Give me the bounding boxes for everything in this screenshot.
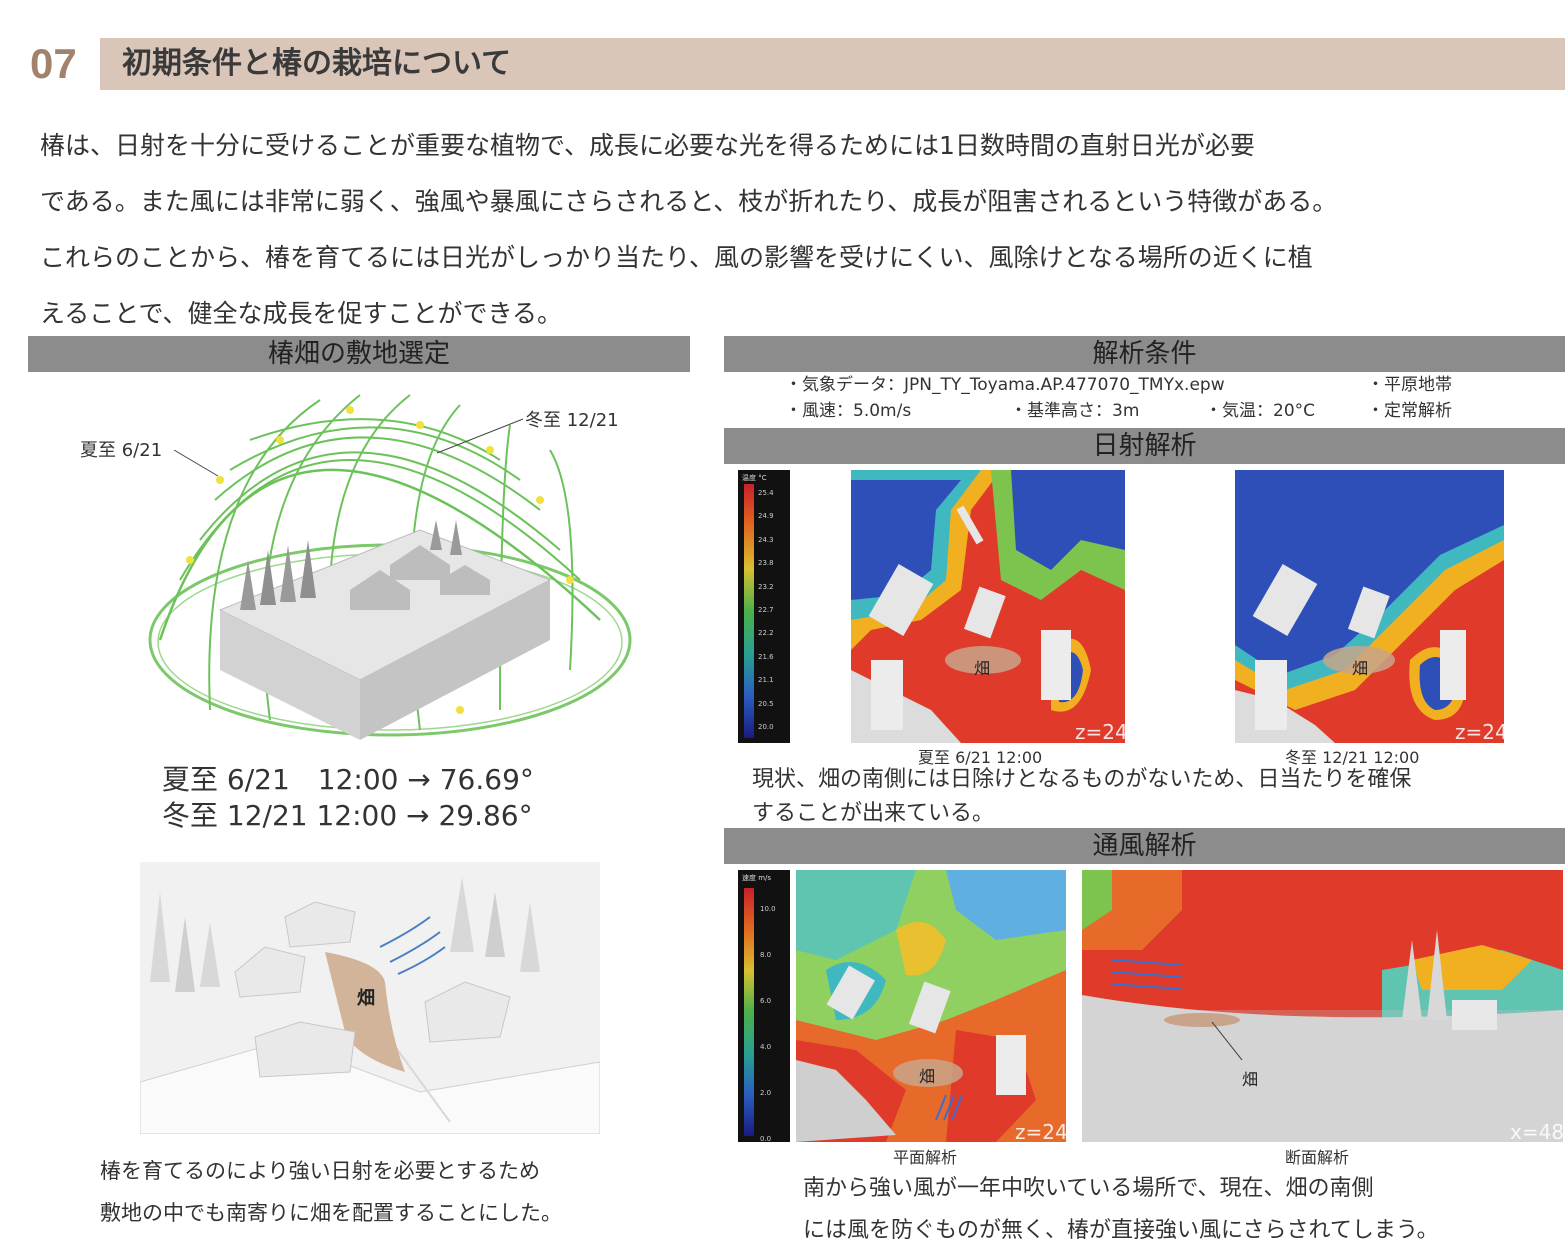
wind-plan-z-label: z=24: [1015, 1120, 1068, 1144]
summer-solstice-label: 夏至 6/21: [80, 440, 163, 461]
solar-map-summer-svg: [851, 470, 1125, 743]
wind-tick: 4.0: [760, 1043, 772, 1051]
solar-tick: 21.6: [758, 652, 774, 661]
site-caption-line: 椿を育てるのにより強い日射を必要とするため: [100, 1159, 540, 1183]
solar-tick: 25.4: [758, 489, 774, 497]
wind-section-map: [1082, 870, 1563, 1142]
wind-analysis-header: 通風解析: [724, 828, 1565, 864]
solar-tick: 23.2: [758, 582, 774, 591]
solar-map-winter: [1235, 470, 1504, 743]
solar-map-summer: [851, 470, 1125, 743]
solar-tick: 20.0: [758, 723, 774, 732]
condition-weather: ・気象データ：JPN_TY_Toyama.AP.477070_TMYx.epw: [785, 375, 1225, 395]
wind-tick: 0.0: [760, 1135, 772, 1143]
solar-winter-field-label: 畑: [1352, 659, 1369, 678]
wind-legend-bar: [744, 888, 754, 1136]
wind-section-caption: 断面解析: [1285, 1148, 1350, 1167]
condition-steady: ・定常解析: [1367, 401, 1452, 421]
site-caption: 椿を育てるのにより強い日射を必要とするため 敷地の中でも南寄りに畑を配置すること…: [100, 1150, 562, 1234]
wind-legend-title: 速度 m/s: [742, 874, 772, 882]
section-title: 初期条件と椿の栽培について: [122, 46, 512, 81]
solar-tick: 20.5: [758, 699, 774, 708]
wind-plan-map: [796, 870, 1066, 1142]
wind-plan-field-label: 畑: [919, 1067, 936, 1086]
summer-leader-line: [172, 448, 222, 478]
wind-section-x-label: x=48: [1510, 1120, 1565, 1144]
solar-tick: 24.3: [758, 535, 774, 544]
condition-wind-speed: ・風速：5.0m/s: [785, 401, 912, 421]
wind-legend: 速度 m/s 10.0 8.0 6.0 4.0 2.0 0.0: [738, 870, 790, 1143]
intro-line: これらのことから、椿を育てるには日光がしっかり当たり、風の影響を受けにくい、風除…: [40, 243, 1313, 272]
solar-tick: 23.8: [758, 559, 774, 568]
wind-legend-ticks: 10.0 8.0 6.0 4.0 2.0 0.0: [760, 886, 776, 1162]
site-field-label: 畑: [357, 988, 375, 1009]
condition-ref-height: ・基準高さ：3m: [1010, 401, 1140, 421]
site-caption-line: 敷地の中でも南寄りに畑を配置することにした。: [100, 1201, 562, 1225]
solar-summer-field-label: 畑: [974, 659, 991, 678]
section-number: 07: [30, 40, 77, 87]
solar-tick: 21.1: [758, 676, 774, 685]
solar-analysis-header: 日射解析: [724, 428, 1565, 464]
sunpath-diagram: [120, 380, 640, 760]
intro-line: えることで、健全な成長を促すことができる。: [40, 299, 563, 328]
solar-summer-caption: 夏至 6/21 12:00: [918, 748, 1043, 767]
winter-solstice-label: 冬至 12/21: [525, 410, 619, 431]
wind-plan-caption: 平面解析: [893, 1148, 958, 1167]
solar-winter-z-label: z=24: [1455, 720, 1508, 744]
condition-temperature: ・気温：20°C: [1205, 401, 1316, 421]
wind-section-map-svg: [1082, 870, 1563, 1142]
intro-line: 椿は、日射を十分に受けることが重要な植物で、成長に必要な光を得るためには1日数時…: [40, 131, 1255, 160]
wind-tick: 10.0: [760, 905, 776, 913]
winter-leader-line: [435, 405, 525, 455]
summer-angle: 夏至 6/21 12:00 → 76.69°: [162, 763, 534, 796]
conditions-header: 解析条件: [724, 336, 1565, 372]
solar-legend-ticks: 25.4 24.9 24.3 23.8 23.2 22.7 22.2 21.6 …: [758, 482, 774, 739]
intro-line: である。また風には非常に弱く、強風や暴風にさらされると、枝が折れたり、成長が阻害…: [40, 187, 1338, 216]
solar-tick: 22.2: [758, 629, 774, 638]
solar-summer-z-label: z=24: [1075, 720, 1128, 744]
winter-angle: 冬至 12/21 12:00 → 29.86°: [162, 799, 533, 832]
solar-winter-caption: 冬至 12/21 12:00: [1285, 748, 1420, 767]
wind-tick: 8.0: [760, 951, 772, 959]
intro-paragraph: 椿は、日射を十分に受けることが重要な植物で、成長に必要な光を得るためには1日数時…: [40, 118, 1555, 342]
solar-text-line: 現状、畑の南側には日除けとなるものがないため、日当たりを確保: [752, 767, 1412, 792]
wind-tick: 6.0: [760, 997, 772, 1005]
solar-legend-bar: [744, 484, 754, 738]
solar-tick: 24.9: [758, 512, 774, 521]
wind-section-field-label: 畑: [1242, 1070, 1259, 1089]
wind-tick: 2.0: [760, 1089, 772, 1097]
solar-text: 現状、畑の南側には日除けとなるものがないため、日当たりを確保 することが出来てい…: [752, 763, 1411, 831]
solar-tick: 22.7: [758, 606, 774, 615]
wind-text-line: 南から強い風が一年中吹いている場所で、現在、畑の南側: [803, 1176, 1374, 1201]
wind-plan-map-svg: [796, 870, 1066, 1142]
site-selection-header: 椿畑の敷地選定: [28, 336, 690, 372]
condition-zone: ・平原地帯: [1367, 375, 1452, 395]
sunpath-svg: [148, 394, 632, 740]
solar-legend: 温度 °C 25.4 24.9 24.3 23.8 23.2 22.7 22.2…: [738, 470, 790, 743]
solar-legend-title: 温度 °C: [742, 474, 767, 482]
solar-text-line: することが出来ている。: [752, 801, 995, 826]
wind-text: 南から強い風が一年中吹いている場所で、現在、畑の南側 には風を防ぐものが無く、椿…: [803, 1168, 1439, 1252]
wind-text-line: には風を防ぐものが無く、椿が直接強い風にさらされてしまう。: [803, 1218, 1439, 1243]
site-render: [140, 862, 600, 1134]
solar-map-winter-svg: [1235, 470, 1504, 743]
site-render-svg: [140, 862, 600, 1134]
solar-angles: 夏至 6/21 12:00 → 76.69° 冬至 12/21 12:00 → …: [162, 762, 534, 834]
section-title-bar: [100, 38, 1565, 90]
